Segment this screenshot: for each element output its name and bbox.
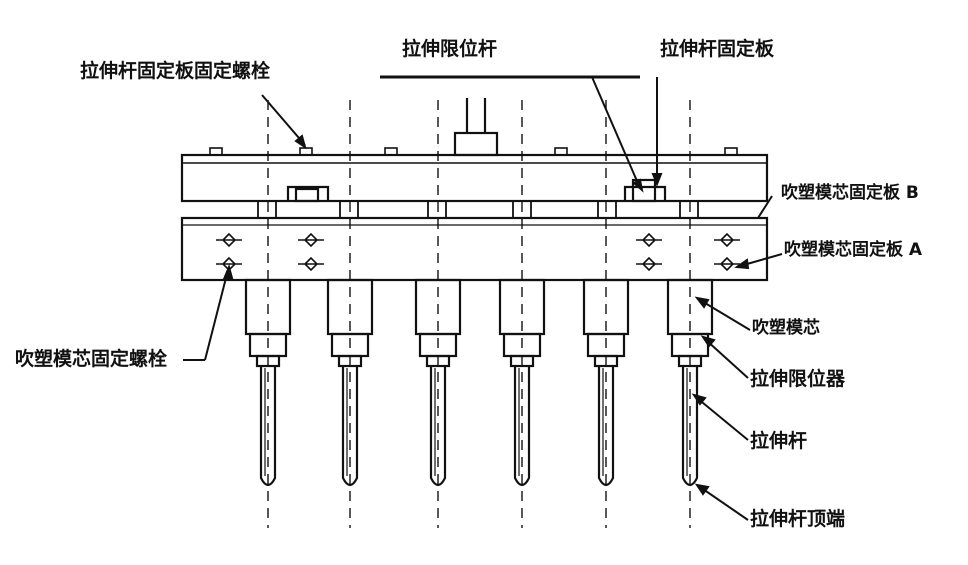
label-stretch-limit-rod: 拉伸限位杆 <box>402 38 498 60</box>
label-core-plate-b: 吹塑模芯固定板 B <box>781 183 919 203</box>
label-stretch-rod-plate: 拉伸杆固定板 <box>660 38 775 60</box>
label-core-bolt: 吹塑模芯固定螺栓 <box>15 348 168 370</box>
blow-core-group <box>244 100 714 528</box>
stretch-rod <box>429 366 447 487</box>
stretch-rod <box>597 366 615 487</box>
counterbore-left <box>286 185 330 201</box>
leader-lines <box>183 76 783 521</box>
plate-a-bolt-symbols <box>216 232 740 272</box>
stretch-limit-rod-block <box>453 131 499 157</box>
spacer-blocks <box>257 200 699 219</box>
core-fixed-plate-a <box>180 216 769 282</box>
leader-stretch-limiter <box>705 339 749 379</box>
stretch-rod-head-left <box>294 187 320 203</box>
stretch-rod <box>341 366 359 487</box>
leader-stretch-limit-rod <box>591 76 641 189</box>
label-stretch-rod-tip: 拉伸杆顶端 <box>750 508 846 530</box>
label-core-plate-a: 吹塑模芯固定板 A <box>784 240 923 260</box>
label-stretch-limiter: 拉伸限位器 <box>750 368 846 390</box>
stretch-rod <box>681 366 699 487</box>
stretch-rod <box>513 366 531 487</box>
counterbore-right <box>623 185 667 201</box>
label-stretch-rod: 拉伸杆 <box>750 430 808 452</box>
label-stretch-plate-bolt: 拉伸杆固定板固定螺栓 <box>80 60 271 82</box>
label-blow-core: 吹塑模芯 <box>752 318 820 338</box>
leader-core-plate-b <box>757 195 773 219</box>
leader-stretch-rod-tip <box>699 486 749 521</box>
leader-stretch-plate-bolt <box>261 94 306 146</box>
leader-blow-core <box>699 299 751 331</box>
leader-stretch-rod <box>696 397 749 441</box>
stretch-rod-fixed-plate <box>180 153 769 203</box>
stretch-rod-head-right <box>631 178 657 203</box>
stretch-rod <box>259 366 277 487</box>
leader-core-bolt <box>204 269 229 361</box>
